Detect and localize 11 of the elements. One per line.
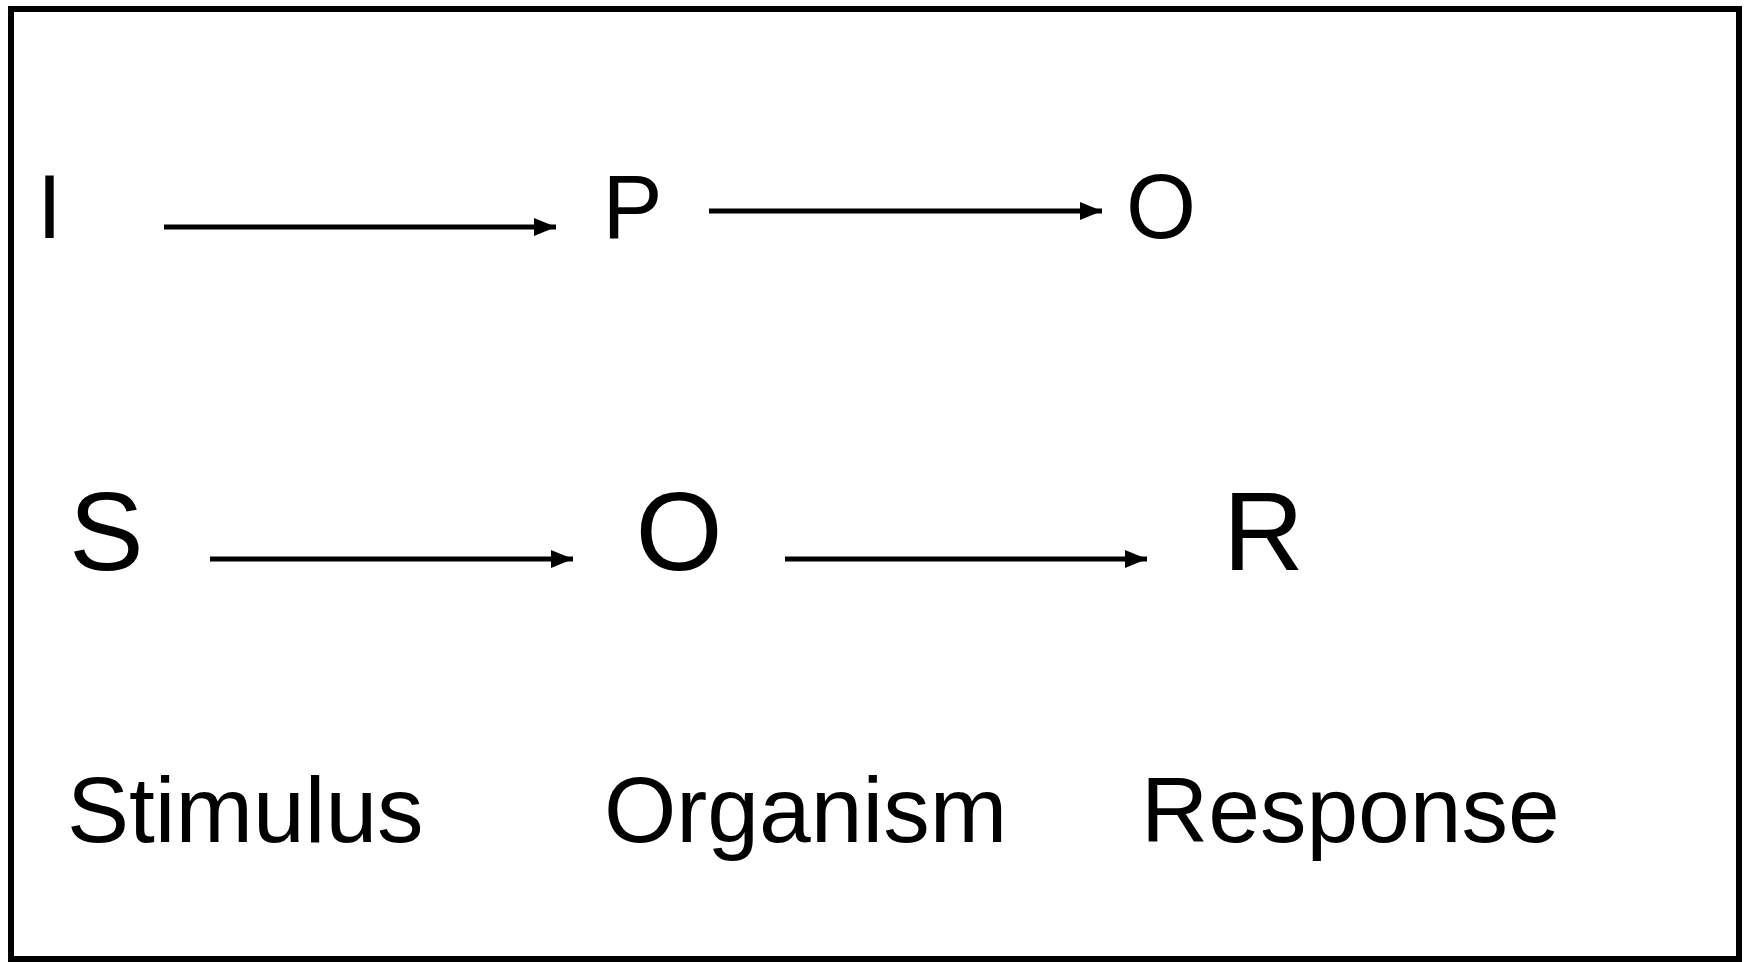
node-letter: O	[1102, 162, 1220, 252]
arrow	[164, 218, 556, 236]
node-letter: R	[1147, 476, 1380, 588]
node-letter: P	[556, 162, 709, 252]
node-letter: I	[37, 162, 164, 252]
node-letter: S	[69, 476, 210, 588]
arrow	[785, 550, 1147, 568]
node-letter: O	[573, 476, 785, 588]
arrow	[709, 202, 1102, 220]
stage-label: Stimulus	[67, 764, 424, 857]
arrow	[210, 550, 573, 568]
